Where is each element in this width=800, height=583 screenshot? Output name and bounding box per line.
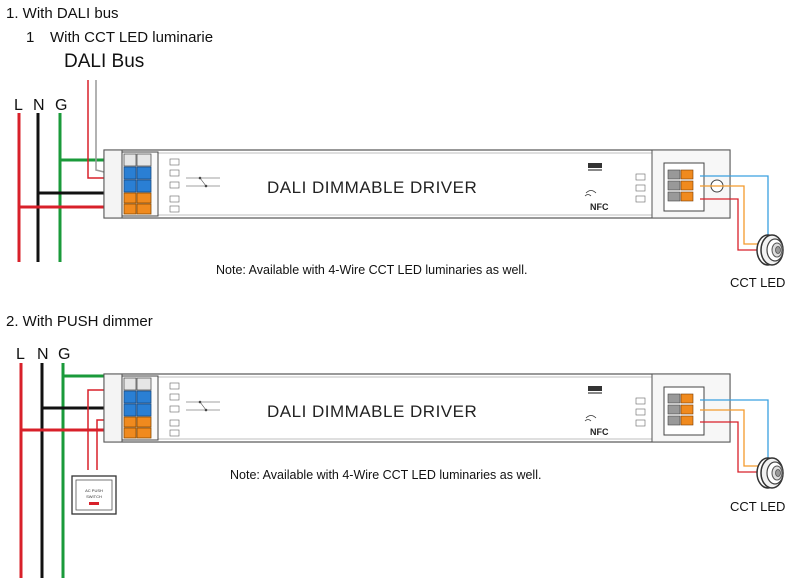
section1-subheading: With CCT LED luminarie: [50, 29, 214, 46]
s2-output-wire-red: [700, 421, 758, 473]
section1-subheading-number: 1: [26, 29, 35, 46]
s1-wire-L-label: L: [14, 97, 23, 114]
s2-driver-body: [103, 373, 731, 443]
s1-input-terminal: [121, 151, 159, 217]
s2-wire-G-label: G: [58, 346, 71, 363]
push-switch-indicator: [89, 502, 99, 505]
section2-heading: 2. With PUSH dimmer: [6, 313, 153, 330]
s1-cct-led-lamp-icon: [756, 234, 784, 266]
push-switch-label-line2: SWITCH: [86, 494, 102, 499]
s1-cct-led-label: CCT LED: [730, 275, 786, 290]
s2-nfc-icon: [584, 415, 597, 422]
s2-driver-title: DALI DIMMABLE DRIVER: [267, 402, 477, 421]
section1-diagram: DALI DIMMABLE DRIVER NFC: [17, 80, 784, 266]
dali-bus-label: DALI Bus: [64, 51, 145, 72]
s1-left-end-cap: [103, 149, 123, 219]
ac-push-switch: AC PUSH SWITCH: [71, 475, 117, 515]
s1-note: Note: Available with 4-Wire CCT LED lumi…: [216, 263, 528, 277]
s2-nfc-label: NFC: [590, 427, 609, 437]
push-switch-label-line1: AC PUSH: [85, 488, 103, 493]
s1-output-wire-blue: [700, 175, 769, 238]
s1-nfc-label: NFC: [590, 202, 609, 212]
s2-wire-L-label: L: [16, 346, 25, 363]
s2-cct-led-label: CCT LED: [730, 499, 786, 514]
s1-nfc-icon: [584, 190, 597, 197]
s1-driver-body: [103, 149, 731, 219]
s1-wire-N-label: N: [33, 97, 45, 114]
s2-wire-N-label: N: [37, 346, 49, 363]
section2-diagram: AC PUSH SWITCH: [19, 363, 784, 578]
s2-left-end-cap: [103, 373, 123, 443]
s2-output-wire-orange: [700, 409, 758, 467]
s1-driver-title: DALI DIMMABLE DRIVER: [267, 178, 477, 197]
s1-wire-G-label: G: [55, 97, 68, 114]
s1-output-terminal: [663, 162, 705, 212]
s2-note: Note: Available with 4-Wire CCT LED lumi…: [230, 468, 542, 482]
s2-cct-led-lamp-icon: [756, 457, 784, 489]
s2-push-switch-schematic: [186, 400, 220, 412]
s2-output-wire-blue: [700, 399, 769, 460]
s2-output-terminal: [663, 386, 705, 436]
s1-output-wire-orange: [700, 185, 758, 245]
s1-output-wire-red: [700, 198, 758, 251]
section1-heading: 1. With DALI bus: [6, 5, 119, 22]
s1-push-switch-schematic: [186, 176, 220, 188]
s2-input-terminal: [121, 375, 159, 441]
